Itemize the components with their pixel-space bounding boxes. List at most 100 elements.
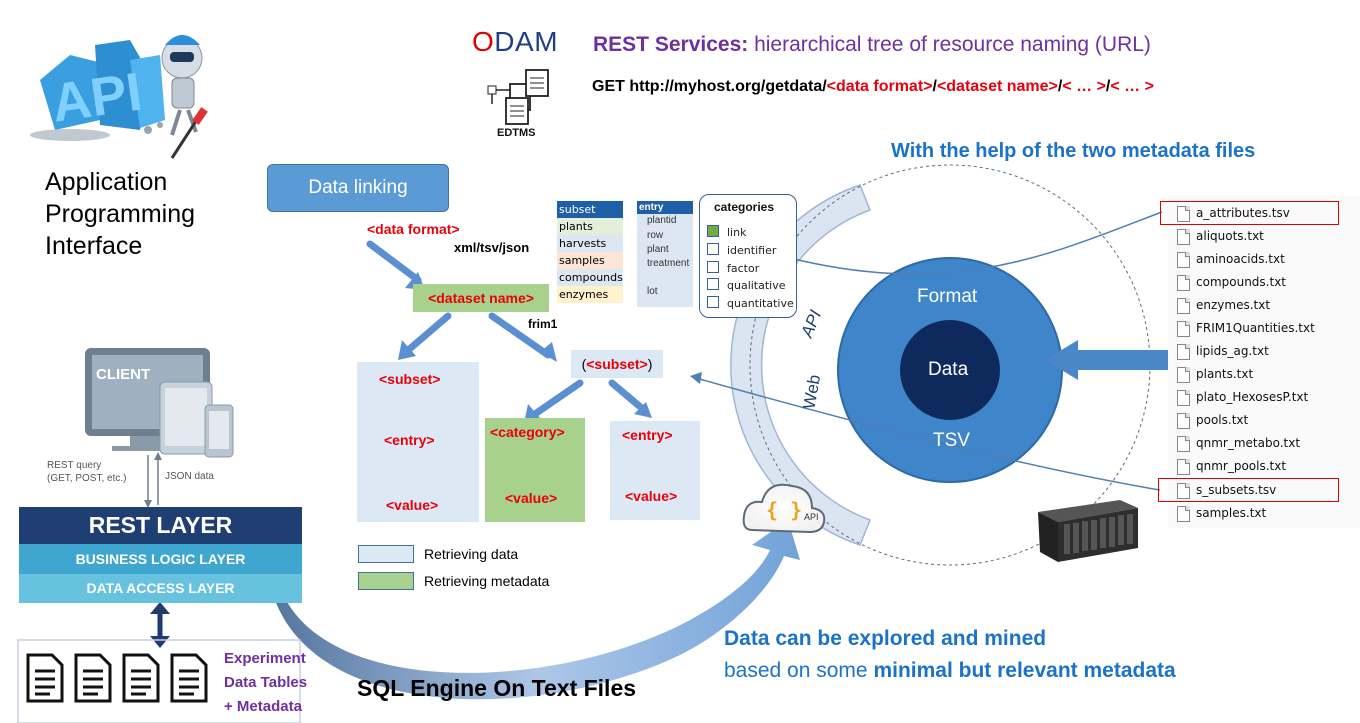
rest-query-line1: REST query: [47, 460, 102, 471]
odam-letter-m: M: [534, 26, 559, 57]
api-line-1: Application: [45, 168, 168, 196]
file-icon: [1177, 506, 1190, 522]
entry-table-row: plant: [647, 244, 669, 255]
legend-metadata-swatch: [358, 572, 414, 590]
get-url-slash3: /: [1105, 78, 1111, 95]
based-on-text: based on some: [724, 659, 874, 682]
category-item: quantitative: [707, 296, 794, 310]
checkbox-icon: [707, 261, 719, 273]
rest-services-title: REST Services:: [593, 33, 749, 56]
dataset-name-box: <dataset name>: [413, 284, 549, 312]
client-devices-illustration: [85, 348, 234, 458]
categories-title: categories: [714, 200, 775, 214]
get-url-dataset: <dataset name>: [936, 78, 1058, 95]
api-line-3: Interface: [45, 232, 143, 260]
get-url-slash1: /: [932, 78, 937, 95]
file-item: FRIM1Quantities.txt: [1196, 321, 1315, 335]
subset-table-row: plants: [557, 218, 623, 235]
odam-letter-o: O: [472, 26, 495, 57]
subset-table-row: harvests: [557, 235, 623, 252]
file-icon: [1177, 229, 1190, 245]
file-icon: [1177, 344, 1190, 360]
document-icon: [26, 653, 64, 703]
metadata-help-heading: With the help of the two metadata files: [891, 140, 1256, 162]
file-icon: [1177, 275, 1190, 291]
checkbox-icon: [707, 243, 719, 255]
file-icon: [1177, 436, 1190, 452]
category-item: factor: [707, 261, 759, 275]
data-access-label: DATA ACCESS LAYER: [86, 580, 235, 596]
right-column-box: [610, 421, 700, 520]
subset-paren-value: <subset>: [586, 356, 648, 372]
get-url-dots2: < … >: [1110, 78, 1154, 95]
category-column-box: [485, 418, 585, 522]
file-item: a_attributes.tsv: [1196, 206, 1290, 220]
data-linking-box: Data linking: [267, 164, 449, 212]
api-robot-illustration: API: [30, 35, 208, 159]
tree-dataset-name: <dataset name>: [428, 290, 534, 306]
api-description: Application Programming Interface: [45, 166, 195, 262]
based-on-line: based on some minimal but relevant metad…: [724, 659, 1176, 683]
business-logic-layer: BUSINESS LOGIC LAYER: [19, 544, 302, 574]
file-item: aminoacids.txt: [1196, 252, 1285, 266]
file-item: plants.txt: [1196, 367, 1254, 381]
category-item-label: quantitative: [727, 297, 794, 310]
sql-engine-label: SQL Engine On Text Files: [357, 675, 637, 701]
data-tables-line: Data Tables: [224, 674, 308, 691]
get-url-prefix: GET http://myhost.org/getdata/: [592, 78, 827, 95]
file-list-panel: [1168, 196, 1360, 528]
edtms-label: EDTMS: [497, 127, 536, 139]
left-subset: <subset>: [379, 371, 441, 387]
category-item: link: [707, 225, 746, 239]
file-item: s_subsets.tsv: [1196, 483, 1277, 497]
tsv-label: TSV: [933, 430, 970, 451]
file-item: compounds.txt: [1196, 275, 1286, 289]
category-item-label: qualitative: [727, 279, 786, 292]
minimal-metadata-text: minimal but relevant metadata: [873, 659, 1176, 682]
subset-paren-open: (: [581, 356, 587, 372]
file-item: enzymes.txt: [1196, 298, 1271, 312]
odam-logo: ODAM: [472, 26, 558, 58]
document-icon: [170, 653, 208, 703]
subset-table-header: subset: [557, 201, 623, 218]
tree-xml-tsv-json: xml/tsv/json: [454, 240, 530, 255]
category-item-label: factor: [727, 262, 760, 275]
nas-device-illustration: [1038, 500, 1138, 562]
rest-layer: REST LAYER: [19, 507, 302, 544]
rest-services-desc: hierarchical tree of resource naming (UR…: [748, 33, 1151, 56]
category-item-label: link: [727, 226, 747, 239]
entry-table-row: lot: [647, 286, 658, 297]
document-icon: [122, 653, 160, 703]
data-linking-label: Data linking: [308, 177, 408, 198]
odam-letter-a: A: [515, 26, 535, 57]
rest-layer-label: REST LAYER: [88, 512, 233, 538]
svg-text:API: API: [48, 62, 146, 134]
cloud-api-icon: [742, 483, 826, 534]
file-item: qnmr_metabo.txt: [1196, 436, 1301, 450]
file-icon: [1177, 252, 1190, 268]
format-label: Format: [917, 286, 978, 307]
file-item: lipids_ag.txt: [1196, 344, 1269, 358]
file-item: qnmr_pools.txt: [1196, 459, 1287, 473]
get-url-slash2: /: [1057, 78, 1063, 95]
data-access-layer: DATA ACCESS LAYER: [19, 574, 302, 603]
file-icon: [1177, 206, 1190, 222]
entry-table-row: treatment: [647, 258, 690, 269]
experiment-line: Experiment: [224, 650, 306, 667]
rest-query-label: REST query (GET, POST, etc.): [47, 459, 126, 485]
file-icon: [1177, 321, 1190, 337]
file-icon: [1177, 298, 1190, 314]
entry-table-row: plantid: [647, 215, 677, 226]
file-icon: [1177, 459, 1190, 475]
category-item-label: identifier: [727, 244, 777, 257]
metadata-line: + Metadata: [224, 698, 302, 715]
left-value: <value>: [386, 497, 439, 513]
legend-metadata-label: Retrieving metadata: [424, 573, 550, 589]
checkbox-icon: [707, 296, 719, 308]
rest-query-line2: (GET, POST, etc.): [47, 473, 127, 484]
big-curved-arrow: [275, 520, 800, 700]
highlight-s-subsets: [1158, 478, 1339, 502]
left-entry: <entry>: [384, 432, 435, 448]
get-url-format: <data format>: [826, 78, 933, 95]
